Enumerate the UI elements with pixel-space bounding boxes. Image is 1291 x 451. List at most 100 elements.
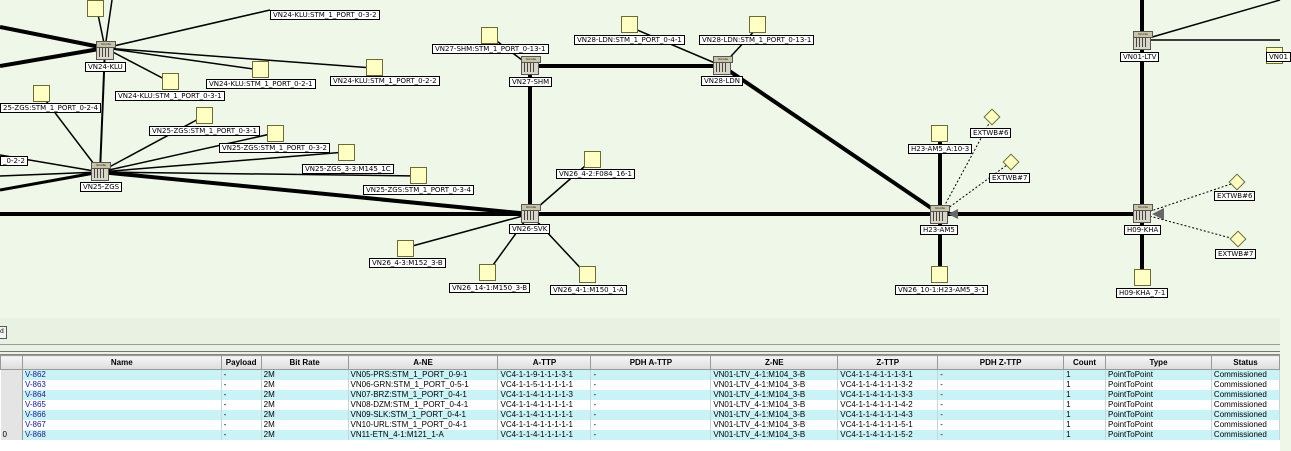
port-square[interactable] <box>162 73 179 90</box>
node-vn26-svk[interactable]: Unode <box>521 204 541 223</box>
link-zgs-svk[interactable] <box>99 170 531 216</box>
cell-z-ne[interactable]: VN01-LTV_4-1:M104_3-B <box>710 400 839 410</box>
cell-type[interactable]: PointToPoint <box>1105 390 1212 400</box>
table-row[interactable]: 0 V-868 - 2M VN11-ETN_4-1:M121_1-A VC4-1… <box>0 430 1281 440</box>
panel-splitter[interactable]: d <box>0 318 1280 354</box>
port-square[interactable] <box>397 240 414 257</box>
port-square[interactable] <box>479 264 496 281</box>
cell-pdh-z-ttp[interactable]: - <box>937 380 1065 390</box>
cell-a-ttp[interactable]: VC4-1-1-4-1-1-1-1-1 <box>497 420 592 430</box>
port-square[interactable] <box>1134 269 1151 286</box>
cell-z-ne[interactable]: VN01-LTV_4-1:M104_3-B <box>710 369 839 380</box>
col-header-bit-rate[interactable]: Bit Rate <box>260 355 349 370</box>
row-header[interactable] <box>0 410 23 420</box>
cell-status[interactable]: Commissioned <box>1211 410 1281 420</box>
cell-z-ne[interactable]: VN01-LTV_4-1:M104_3-B <box>710 430 839 440</box>
row-header[interactable] <box>0 400 23 410</box>
col-header-count[interactable]: Count <box>1063 355 1107 370</box>
node-h23-am5[interactable]: Unode <box>930 205 950 224</box>
row-header[interactable] <box>0 390 23 400</box>
cell-name[interactable]: V-867 <box>22 420 222 430</box>
cell-bit-rate[interactable]: 2M <box>261 420 349 430</box>
node-vn27-shm[interactable]: Unode <box>521 56 541 75</box>
cell-z-ne[interactable]: VN01-LTV_4-1:M104_3-B <box>710 420 839 430</box>
cell-a-ttp[interactable]: VC4-1-1-4-1-1-1-1-1 <box>497 400 592 410</box>
cell-z-ttp[interactable]: VC4-1-1-4-1-1-1-5-2 <box>837 430 939 440</box>
cell-z-ttp[interactable]: VC4-1-1-4-1-1-1-3-3 <box>837 390 939 400</box>
cell-count[interactable]: 1 <box>1063 369 1107 380</box>
cell-payload[interactable]: - <box>221 380 262 390</box>
cell-name[interactable]: V-863 <box>22 380 222 390</box>
col-header-a-ne[interactable]: A-NE <box>347 355 499 370</box>
tab-stub[interactable]: d <box>0 326 7 339</box>
cell-bit-rate[interactable]: 2M <box>261 410 349 420</box>
port-square[interactable] <box>366 59 383 76</box>
cell-status[interactable]: Commissioned <box>1211 400 1281 410</box>
table-row[interactable]: V-865 - 2M VN08-DZM:STM_1_PORT_0-4-1 VC4… <box>0 400 1281 410</box>
row-header[interactable] <box>0 380 23 390</box>
col-header-z-ttp[interactable]: Z-TTP <box>837 355 939 370</box>
cell-bit-rate[interactable]: 2M <box>261 400 349 410</box>
cell-status[interactable]: Commissioned <box>1211 380 1281 390</box>
cell-z-ne[interactable]: VN01-LTV_4-1:M104_3-B <box>710 410 839 420</box>
link-zgs-west[interactable] <box>0 170 101 192</box>
cell-a-ne[interactable]: VN08-DZM:STM_1_PORT_0-4-1 <box>348 400 499 410</box>
node-vn28-ldn[interactable]: Unode <box>713 56 733 75</box>
port-square[interactable] <box>410 167 427 184</box>
cell-pdh-z-ttp[interactable]: - <box>937 369 1065 380</box>
cell-count[interactable]: 1 <box>1063 430 1107 440</box>
cell-a-ne[interactable]: VN09-SLK:STM_1_PORT_0-4-1 <box>348 410 499 420</box>
cell-payload[interactable]: - <box>221 390 262 400</box>
cell-pdh-a-ttp[interactable]: - <box>590 380 712 390</box>
port-square[interactable] <box>749 16 766 33</box>
cell-pdh-a-ttp[interactable]: - <box>590 410 712 420</box>
cell-a-ttp[interactable]: VC4-1-1-4-1-1-1-1-3 <box>497 390 592 400</box>
row-header[interactable]: 0 <box>0 430 23 440</box>
table-row[interactable]: V-867 - 2M VN10-URL:STM_1_PORT_0-4-1 VC4… <box>0 420 1281 430</box>
cell-pdh-a-ttp[interactable]: - <box>590 420 712 430</box>
col-header-rownum[interactable] <box>0 355 23 370</box>
port-square[interactable] <box>196 107 213 124</box>
cell-bit-rate[interactable]: 2M <box>261 380 349 390</box>
col-header-a-ttp[interactable]: A-TTP <box>497 355 592 370</box>
col-header-payload[interactable]: Payload <box>220 355 262 370</box>
cell-pdh-a-ttp[interactable]: - <box>590 430 712 440</box>
cell-a-ne[interactable]: VN11-ETN_4-1:M121_1-A <box>348 430 499 440</box>
cell-count[interactable]: 1 <box>1063 390 1107 400</box>
port-square[interactable] <box>931 125 948 142</box>
cell-a-ne[interactable]: VN05-PRS:STM_1_PORT_0-9-1 <box>348 369 499 380</box>
cell-z-ttp[interactable]: VC4-1-1-4-1-1-1-4-2 <box>837 400 939 410</box>
row-header[interactable] <box>0 420 23 430</box>
cell-payload[interactable]: - <box>221 430 262 440</box>
col-header-name[interactable]: Name <box>21 355 222 370</box>
cell-pdh-z-ttp[interactable]: - <box>937 410 1065 420</box>
cell-pdh-a-ttp[interactable]: - <box>590 369 712 380</box>
cell-type[interactable]: PointToPoint <box>1105 410 1212 420</box>
cell-z-ttp[interactable]: VC4-1-1-4-1-1-1-3-1 <box>837 369 939 380</box>
cell-pdh-z-ttp[interactable]: - <box>937 400 1065 410</box>
cell-z-ttp[interactable]: VC4-1-1-4-1-1-1-4-3 <box>837 410 939 420</box>
port-square[interactable] <box>931 266 948 283</box>
node-h09-kha[interactable]: Unode <box>1133 204 1153 223</box>
cell-pdh-z-ttp[interactable]: - <box>937 390 1065 400</box>
cell-a-ttp[interactable]: VC4-1-1-4-1-1-1-1-1 <box>497 430 592 440</box>
port-square[interactable] <box>481 27 498 44</box>
node-vn24-klu[interactable]: Unode <box>96 41 116 60</box>
port-square[interactable] <box>338 144 355 161</box>
cell-bit-rate[interactable]: 2M <box>261 369 349 380</box>
cell-payload[interactable]: - <box>221 400 262 410</box>
cell-pdh-a-ttp[interactable]: - <box>590 400 712 410</box>
cell-z-ne[interactable]: VN01-LTV_4-1:M104_3-B <box>710 390 839 400</box>
node-vn25-zgs[interactable]: Unode <box>91 162 111 181</box>
cell-a-ne[interactable]: VN07-BRZ:STM_1_PORT_0-4-1 <box>348 390 499 400</box>
cell-type[interactable]: PointToPoint <box>1105 400 1212 410</box>
cell-count[interactable]: 1 <box>1063 400 1107 410</box>
cell-z-ne[interactable]: VN01-LTV_4-1:M104_3-B <box>710 380 839 390</box>
port-square[interactable] <box>33 85 50 102</box>
link-ldn-am5[interactable] <box>720 64 942 216</box>
cell-name[interactable]: V-868 <box>22 430 222 440</box>
cell-type[interactable]: PointToPoint <box>1105 380 1212 390</box>
cell-a-ttp[interactable]: VC4-1-1-5-1-1-1-1-1 <box>497 380 592 390</box>
cell-name[interactable]: V-864 <box>22 390 222 400</box>
cell-bit-rate[interactable]: 2M <box>261 390 349 400</box>
